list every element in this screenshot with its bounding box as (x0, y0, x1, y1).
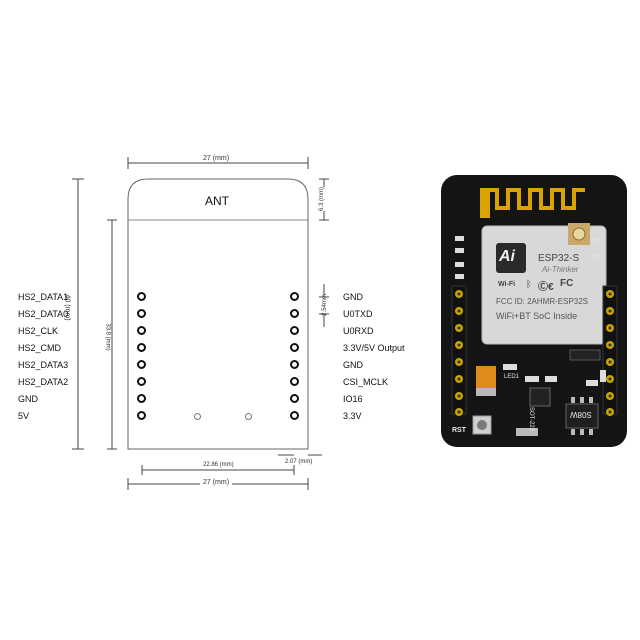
dim-top-width: 27 (mm) (200, 155, 233, 162)
left-pin-label-5: HS2_DATA3 (18, 360, 69, 370)
right-pin-4 (290, 343, 299, 352)
right-pin-1 (290, 292, 299, 301)
right-pin-label-7: IO16 (343, 394, 363, 404)
right-pin-label-8: 3.3V (343, 411, 362, 421)
dim-pin-span: 22.86 (mm) (203, 462, 234, 468)
bluetooth-icon: ᛒ (526, 279, 532, 289)
left-pin-label-4: HS2_CMD (18, 343, 62, 353)
left-pin-label-7: GND (18, 394, 38, 404)
left-pin-5 (137, 360, 146, 369)
right-pin-6 (290, 377, 299, 386)
module-logo: Ai (499, 248, 515, 265)
right-pin-label-4: 3.3V/5V Output (343, 343, 405, 353)
right-pin-8 (290, 411, 299, 420)
led-label: LED1 (504, 374, 520, 380)
module-vendor: Ai-Thinker (542, 265, 579, 274)
right-pin-7 (290, 394, 299, 403)
ai-logo-icon (496, 243, 526, 273)
module-name: ESP32-S (538, 253, 580, 264)
sot-label: SOT-223 (528, 407, 534, 432)
left-pin-label-2: HS2_DATA0 (18, 309, 69, 319)
wifi-icon: Wi‑Fi (498, 281, 516, 288)
left-pin-3 (137, 326, 146, 335)
rst-label: RST (452, 427, 466, 434)
ce-mark-icon: Ⓒ€ (538, 282, 554, 293)
left-pin-label-8: 5V (18, 411, 30, 421)
ant-label: ANT (205, 194, 229, 208)
right-pin-2 (290, 309, 299, 318)
chip-label: S08W (570, 410, 592, 419)
mounting-hole-left (194, 413, 201, 420)
left-pin-label-6: HS2_DATA2 (18, 377, 69, 387)
right-pin-label-5: GND (343, 360, 363, 370)
left-pin-2 (137, 309, 146, 318)
dim-edge: 2.07 (mm) (285, 459, 313, 465)
right-pin-5 (290, 360, 299, 369)
left-pin-label-1: HS2_DATA1 (18, 292, 69, 302)
fcc-line: FCC ID: 2AHMR-ESP32S (496, 297, 589, 306)
left-pin-1 (137, 292, 146, 301)
right-pin-label-1: GND (343, 292, 363, 302)
left-pin-6 (137, 377, 146, 386)
fcc-mark-icon: FC (560, 278, 574, 289)
left-pin-4 (137, 343, 146, 352)
left-pin-8 (137, 411, 146, 420)
right-pin-3 (290, 326, 299, 335)
soc-line: WiFi+BT SoC Inside (496, 311, 578, 321)
left-pin-label-3: HS2_CLK (18, 326, 59, 336)
dim-bottom-width: 27 (mm) (200, 479, 233, 486)
right-pin-label-2: U0TXD (343, 309, 373, 319)
mounting-hole-right (245, 413, 252, 420)
left-pin-7 (137, 394, 146, 403)
right-pin-label-6: CSI_MCLK (343, 377, 389, 387)
right-pin-label-3: U0RXD (343, 326, 374, 336)
